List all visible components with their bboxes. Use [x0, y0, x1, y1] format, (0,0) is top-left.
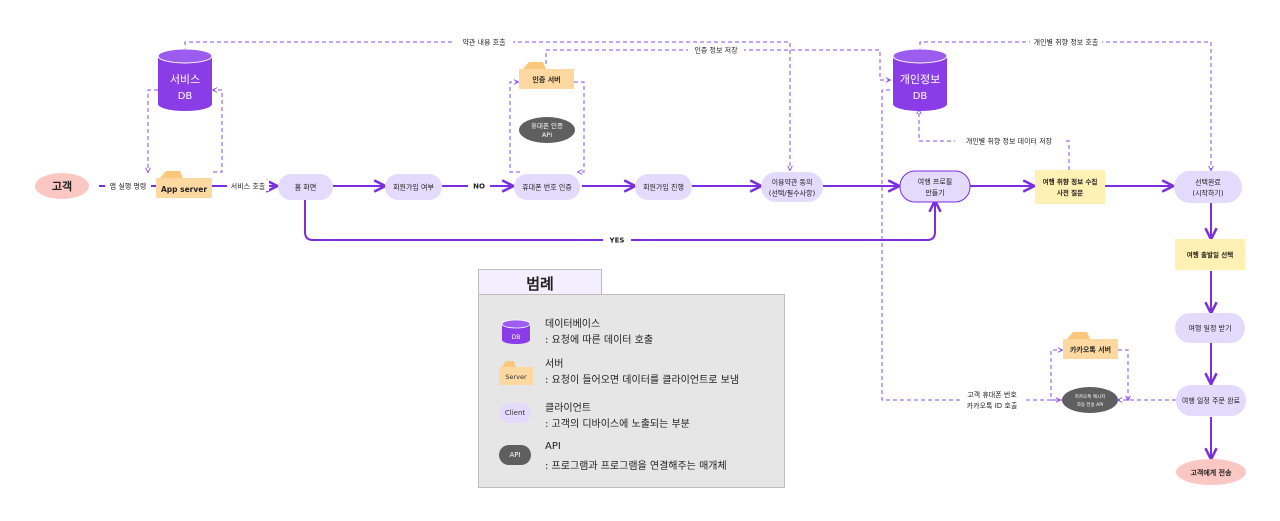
node-terms-line1: 이용약관 동의 — [772, 178, 813, 187]
node-customer: 고객 — [35, 173, 89, 199]
node-personal-db: 개인정보 DB — [892, 48, 948, 111]
node-service-db-line2: DB — [178, 91, 193, 102]
node-kakao-api-line2: 자동 전송 API — [1077, 401, 1104, 408]
legend-client-icon: Client — [499, 403, 531, 423]
label-pref-call: 개인별 취향 정보 호출 — [1034, 38, 1099, 47]
node-service-db-line1: 서비스 — [170, 73, 200, 86]
legend-row-api: API API : 프로그램과 프로그램을 연결해주는 매개체 — [499, 441, 779, 477]
legend-row-client: Client 클라이언트 : 고객의 디바이스에 노출되는 부분 — [499, 399, 779, 435]
label-app-run: 앱 실행 명령 — [110, 182, 147, 191]
edge-pref-save — [919, 110, 1070, 170]
node-phone-auth-label: 휴대폰 번호 인증 — [522, 183, 572, 192]
edge-authserver-phone — [574, 81, 585, 172]
node-send-customer: 고객에게 전송 — [1176, 459, 1246, 485]
edge-terms-call — [184, 41, 790, 170]
node-receive-schedule: 여행 일정 받기 — [1175, 313, 1245, 343]
node-auth-server-label: 인증 서버 — [532, 75, 560, 84]
legend-db-title: 데이터베이스 — [545, 319, 601, 330]
legend-server-icon-label: Server — [505, 373, 527, 381]
label-terms-call: 약관 내용 호출 — [462, 38, 506, 47]
legend-server-icon: Server — [499, 361, 533, 385]
node-personal-db-line1: 개인정보 — [900, 73, 940, 86]
node-terms-line2: (선택/필수사항) — [769, 189, 816, 198]
node-app-server-label: App server — [161, 185, 207, 194]
label-service-call: 서비스 호출 — [231, 182, 266, 191]
node-phone-auth: 휴대폰 번호 인증 — [514, 174, 580, 200]
node-signup-check: 회원가입 여부 — [385, 174, 442, 200]
node-phone-api-line1: 휴대폰 인증 — [531, 121, 563, 130]
node-phone-api: 휴대폰 인증 API — [519, 117, 575, 143]
edge-kakaoserver-kakaoapi — [1118, 349, 1128, 400]
legend-server-desc: : 요청이 들어오면 데이터를 클라이언트로 보냄 — [545, 375, 740, 386]
edge-kakaoapi-kakaoserver — [1050, 350, 1062, 401]
legend-db-desc: : 요청에 따른 데이터 호출 — [545, 335, 654, 346]
legend-row-db: DB 데이터베이스 : 요청에 따른 데이터 호출 — [499, 315, 779, 351]
node-trip-profile-line2: 만들기 — [925, 188, 944, 197]
node-kakao-server: 카카오톡 서버 — [1063, 332, 1118, 359]
node-pref-collect-line2: 사전 질문 — [1057, 188, 1083, 197]
label-yes: YES — [609, 237, 625, 245]
label-auth-save: 인증 정보 저장 — [694, 46, 738, 55]
node-signup-proceed: 회원가입 진행 — [635, 174, 692, 200]
node-customer-label: 고객 — [52, 179, 72, 193]
node-order-complete: 여행 일정 주문 완료 — [1176, 385, 1246, 416]
legend-client-desc: : 고객의 디바이스에 노출되는 부분 — [545, 419, 690, 430]
node-select-done-line2: (시작하기) — [1192, 189, 1223, 198]
node-trip-profile-line1: 여행 프로필 — [918, 177, 952, 186]
node-pref-collect: 여행 취향 정보 수집 사전 질문 — [1035, 170, 1105, 204]
node-kakao-api: 카카오톡 메시지 자동 전송 API — [1062, 387, 1118, 413]
edge-phone-authserver — [509, 82, 520, 173]
node-select-done: 선택완료 (시작하기) — [1174, 171, 1242, 203]
edge-pref-call — [919, 41, 1211, 170]
legend-client-title: 클라이언트 — [545, 403, 591, 414]
node-terms: 이용약관 동의 (선택/필수사항) — [761, 172, 823, 202]
legend-title: 범례 — [478, 269, 602, 296]
node-signup-check-label: 회원가입 여부 — [393, 183, 434, 192]
node-service-db: 서비스 DB — [157, 48, 213, 111]
node-order-complete-label: 여행 일정 주문 완료 — [1182, 396, 1241, 405]
legend-row-server: Server 서버 : 요청이 들어오면 데이터를 클라이언트로 보냄 — [499, 355, 779, 391]
legend-panel: DB 데이터베이스 : 요청에 따른 데이터 호출 Server 서버 : 요청… — [478, 294, 785, 488]
node-pref-collect-line1: 여행 취향 정보 수집 — [1043, 177, 1098, 186]
node-auth-server: 인증 서버 — [519, 62, 574, 89]
node-receive-schedule-label: 여행 일정 받기 — [1188, 324, 1231, 333]
node-home-label: 홈 화면 — [295, 183, 317, 192]
label-pref-save: 개인별 취향 정보 데이터 저장 — [966, 137, 1053, 146]
node-trip-profile: 여행 프로필 만들기 — [899, 170, 971, 203]
legend-db-icon-label: DB — [512, 334, 521, 341]
node-departure-select: 여행 출발일 선택 — [1175, 239, 1245, 270]
node-app-server: App server — [156, 171, 212, 198]
edge-db-appserver-left — [148, 89, 158, 172]
node-phone-api-line2: API — [542, 131, 552, 139]
edge-appserver-db-right — [213, 90, 223, 173]
legend-db-icon: DB — [501, 319, 531, 344]
node-kakao-api-line1: 카카오톡 메시지 — [1075, 393, 1105, 400]
node-home: 홈 화면 — [278, 174, 333, 200]
label-phone-kakao-1: 고객 휴대폰 번호 — [967, 390, 1017, 399]
label-no: NO — [473, 183, 485, 191]
label-phone-kakao-2: 카카오톡 ID 호출 — [967, 401, 1018, 410]
legend-server-title: 서버 — [545, 359, 564, 370]
node-departure-select-label: 여행 출발일 선택 — [1187, 250, 1233, 259]
legend-api-icon: API — [499, 445, 531, 465]
node-send-customer-label: 고객에게 전송 — [1190, 468, 1232, 477]
node-select-done-line1: 선택완료 — [1195, 178, 1221, 187]
node-signup-proceed-label: 회원가입 진행 — [643, 183, 684, 192]
legend-api-title: API — [545, 441, 561, 452]
node-personal-db-line2: DB — [913, 91, 928, 102]
node-kakao-server-label: 카카오톡 서버 — [1070, 345, 1111, 354]
edge-auth-save — [545, 49, 890, 80]
legend-api-desc: : 프로그램과 프로그램을 연결해주는 매개체 — [545, 461, 727, 472]
